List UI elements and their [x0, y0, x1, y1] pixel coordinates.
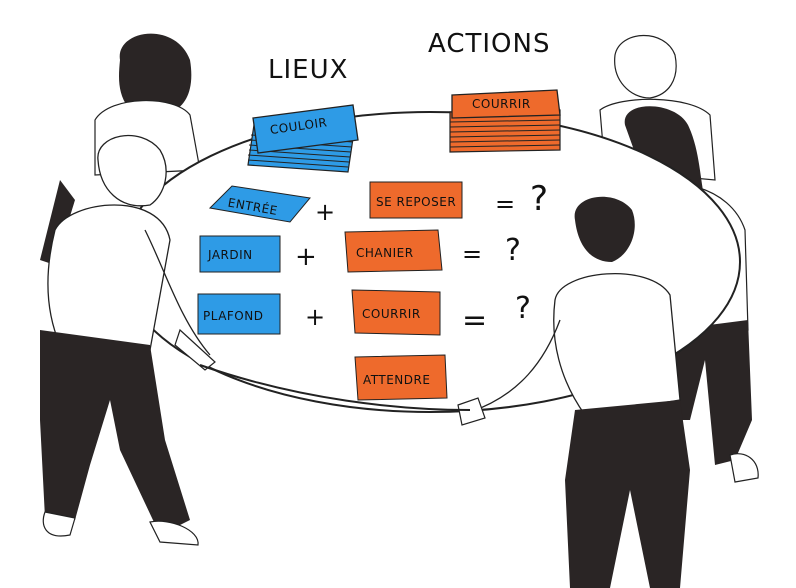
question-mark-2: ?: [505, 233, 521, 268]
lieu-card-2: [199, 235, 281, 273]
question-mark-1: ?: [530, 179, 548, 219]
lieu-card-3-label: PLAFOND: [203, 309, 263, 323]
plus-sign-2: +: [295, 242, 317, 272]
plus-sign-3: +: [305, 303, 325, 331]
person-front-right: [457, 196, 690, 588]
equation-row-2: JARDIN + CHANIER = ?: [199, 229, 521, 273]
heading-lieux: LIEUX: [268, 55, 348, 85]
action-card-2: [344, 229, 443, 273]
heading-actions: ACTIONS: [428, 29, 550, 59]
actions-stack-label: COURRIR: [472, 97, 531, 111]
equals-sign-3: =: [462, 303, 487, 338]
equals-sign-1: =: [495, 190, 515, 218]
action-card-3: [351, 289, 441, 336]
actions-card-stack: COURRIR: [449, 89, 561, 153]
lieux-card-stack: COULOIR: [247, 104, 359, 173]
equals-sign-2: =: [462, 240, 482, 268]
lieu-card-1: [208, 185, 311, 223]
action-card-1: [369, 181, 463, 219]
plus-sign-1: +: [315, 198, 335, 226]
action-card-2-label: CHANIER: [356, 246, 414, 260]
extra-action-card: [354, 354, 448, 401]
lieu-card-2-label: JARDIN: [207, 248, 253, 262]
action-card-3-label: COURRIR: [362, 307, 421, 321]
action-card-1-label: SE REPOSER: [376, 195, 456, 209]
lieu-card-3: [197, 293, 281, 335]
question-mark-3: ?: [515, 291, 531, 326]
person-top-left: [40, 33, 201, 265]
person-front-left: [40, 134, 216, 546]
equation-row-1: ENTRÉE + SE REPOSER = ?: [208, 179, 548, 226]
extra-action-card-label: ATTENDRE: [363, 373, 430, 387]
equation-row-3: PLAFOND + COURRIR = ?: [197, 289, 531, 338]
extra-action: ATTENDRE: [354, 354, 448, 401]
